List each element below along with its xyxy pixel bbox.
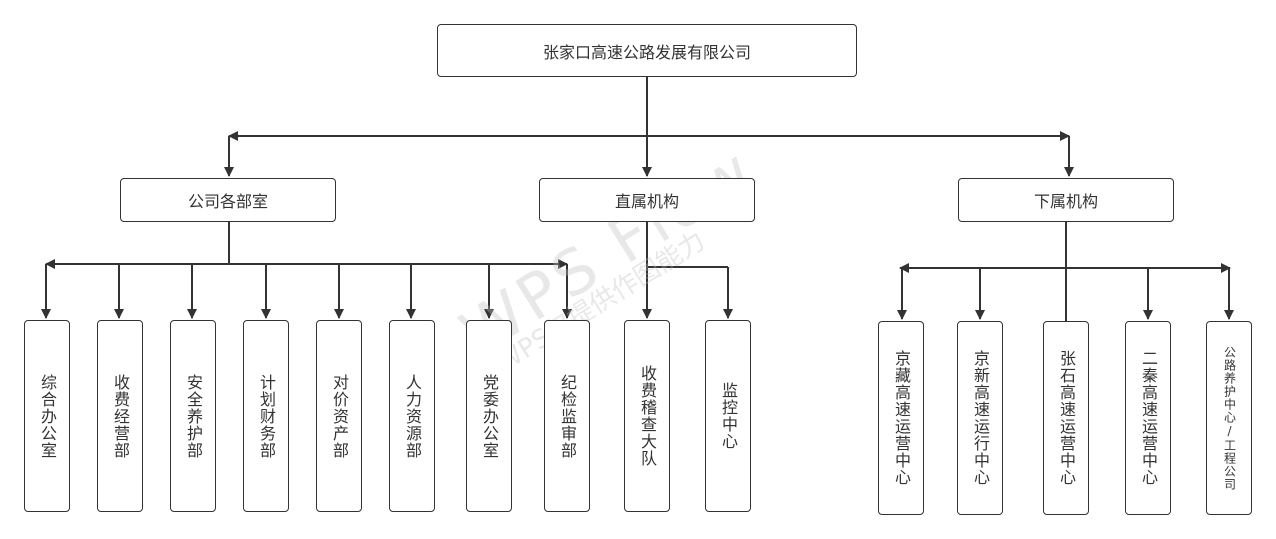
- dept-node[interactable]: 人力资源部: [389, 320, 435, 512]
- subsidiary-node[interactable]: 公路养护中心/工程公司: [1206, 321, 1252, 515]
- root-node[interactable]: 张家口高速公路发展有限公司: [437, 24, 857, 77]
- group-subsidiaries[interactable]: 下属机构: [958, 178, 1174, 222]
- subsidiary-node[interactable]: 京新高速运行中心: [957, 321, 1003, 515]
- direct-unit-node[interactable]: 监控中心: [705, 320, 751, 512]
- dept-node[interactable]: 收费经营部: [97, 320, 143, 512]
- group-departments[interactable]: 公司各部室: [120, 178, 336, 222]
- direct-unit-node[interactable]: 收费稽查大队: [624, 320, 670, 512]
- subsidiary-node[interactable]: 二秦高速运营中心: [1125, 321, 1171, 515]
- group-direct-units[interactable]: 直属机构: [539, 178, 755, 222]
- dept-node[interactable]: 计划财务部: [243, 320, 289, 512]
- dept-node[interactable]: 党委办公室: [466, 320, 512, 512]
- dept-node[interactable]: 安全养护部: [170, 320, 216, 512]
- dept-node[interactable]: 综合办公室: [24, 320, 70, 512]
- subsidiary-node[interactable]: 张石高速运营中心: [1043, 321, 1089, 515]
- dept-node[interactable]: 对价资产部: [316, 320, 362, 512]
- dept-node[interactable]: 纪检监审部: [544, 320, 590, 512]
- subsidiary-node[interactable]: 京藏高速运营中心: [878, 321, 924, 515]
